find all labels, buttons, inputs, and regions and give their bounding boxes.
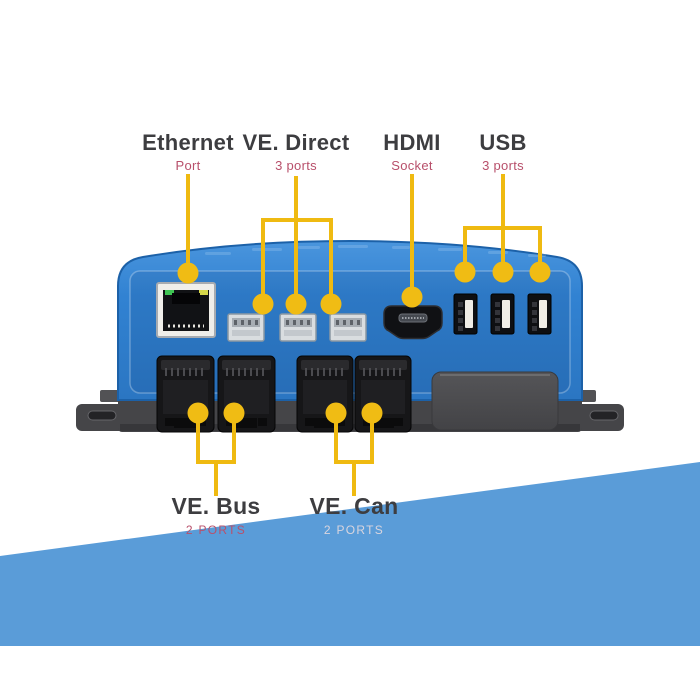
ve-can-callout-lines (334, 413, 374, 496)
label-usb-title: USB (479, 130, 527, 155)
label-ethernet-subtitle: Port (175, 158, 201, 174)
ethernet-led-amber (199, 290, 208, 295)
background-band (0, 462, 700, 646)
usb-port-3 (527, 293, 552, 335)
label-usb: USB 3 ports (479, 131, 526, 173)
callout-dots (177, 261, 551, 424)
ve-direct-port-1 (227, 313, 265, 342)
hdmi-port (383, 305, 443, 340)
ve-direct-callout-dot-2 (285, 293, 307, 315)
label-usb-subtitle: 3 ports (482, 158, 524, 174)
ve-can-port-2 (354, 355, 412, 433)
ve-bus-port-1 (156, 355, 215, 433)
ve-direct-port-2 (279, 313, 317, 342)
ve-direct-ports (227, 313, 367, 342)
usb-callout-dot-3 (529, 261, 551, 283)
label-ve-can-subtitle: 2 PORTS (323, 523, 385, 538)
label-ve-direct-title: VE. Direct (242, 130, 350, 155)
ethernet-callout-dot (177, 262, 199, 284)
ve-bus-callout-dot-1 (187, 402, 209, 424)
usb-ports (453, 293, 552, 335)
label-ve-direct-subtitle: 3 ports (275, 158, 317, 174)
usb-callout-dot-2 (492, 261, 514, 283)
usb-callout-lines (463, 174, 542, 272)
ethernet-port (156, 282, 216, 338)
ve-can-callout-dot-2 (361, 402, 383, 424)
label-hdmi-title: HDMI (383, 130, 441, 155)
blank-cover (431, 371, 559, 431)
label-ethernet: Ethernet Port (142, 131, 234, 173)
label-ethernet-title: Ethernet (142, 130, 234, 155)
screw-slot-right (589, 410, 619, 421)
label-ve-bus-title: VE. Bus (171, 493, 261, 519)
label-ve-direct: VE. Direct 3 ports (243, 131, 350, 173)
ve-bus-port-2 (217, 355, 276, 433)
screw-slot-left (87, 410, 117, 421)
usb-callout-dot-1 (454, 261, 476, 283)
ve-direct-port-3 (329, 313, 367, 342)
label-ve-can-title: VE. Can (309, 493, 399, 519)
label-hdmi-subtitle: Socket (391, 158, 433, 174)
ve-can-callout-dot-1 (325, 402, 347, 424)
ve-direct-callout-lines (261, 176, 333, 304)
usb-port-1 (453, 293, 478, 335)
label-hdmi: HDMI Socket (383, 131, 440, 173)
hdmi-callout-dot (401, 286, 423, 308)
ve-bus-callout-dot-2 (223, 402, 245, 424)
callout-lines (186, 174, 542, 496)
ve-direct-callout-dot-1 (252, 293, 274, 315)
ve-direct-callout-dot-3 (320, 293, 342, 315)
top-surface-markings (205, 245, 546, 257)
usb-port-2 (490, 293, 515, 335)
label-ve-bus: VE. Bus 2 PORTS (171, 494, 260, 537)
label-ve-can: VE. Can 2 PORTS (309, 494, 398, 537)
ve-can-port-1 (296, 355, 354, 433)
ethernet-led-green (165, 290, 174, 295)
label-ve-bus-subtitle: 2 PORTS (185, 523, 247, 538)
ve-bus-callout-lines (196, 413, 236, 496)
